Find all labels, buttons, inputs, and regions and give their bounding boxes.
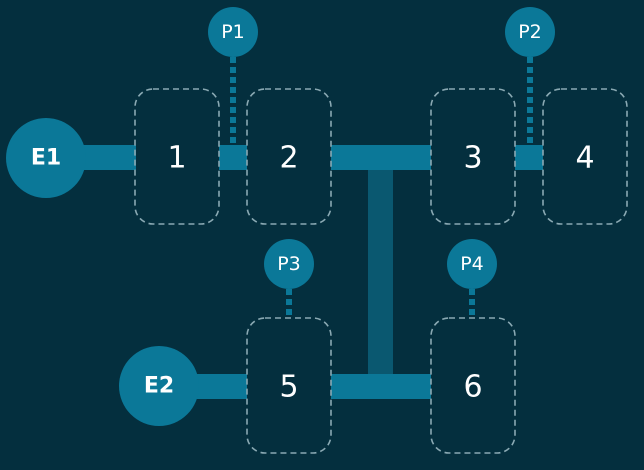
port-p2: P2 [505,7,555,57]
box-label: 2 [279,141,298,176]
entry-e2: E2 [119,346,199,426]
box-label: 5 [279,370,298,405]
connector-3-4 [515,145,543,170]
box-5: 5 [246,317,332,454]
box-label: 6 [463,370,482,405]
port-label: P3 [277,253,301,275]
port-label: P4 [460,253,484,275]
vertical-trunk [368,170,393,375]
port-p4: P4 [447,239,497,289]
box-label: 4 [575,141,594,176]
box-6: 6 [430,317,516,454]
port-p1: P1 [208,7,258,57]
entry-label: E2 [144,374,174,399]
box-4: 4 [542,88,628,225]
box-1: 1 [134,88,220,225]
port-label: P2 [518,21,542,43]
connector-e1-1 [80,145,136,170]
connector-1-2 [219,145,247,170]
entry-e1: E1 [6,118,86,198]
entry-label: E1 [31,146,61,171]
connector-2-3 [331,145,431,170]
port-p3: P3 [264,239,314,289]
box-2: 2 [246,88,332,225]
box-3: 3 [430,88,516,225]
connector-e2-5 [195,374,247,399]
connector-5-6 [331,374,431,399]
box-label: 1 [167,141,186,176]
port-label: P1 [221,21,245,43]
box-label: 3 [463,141,482,176]
